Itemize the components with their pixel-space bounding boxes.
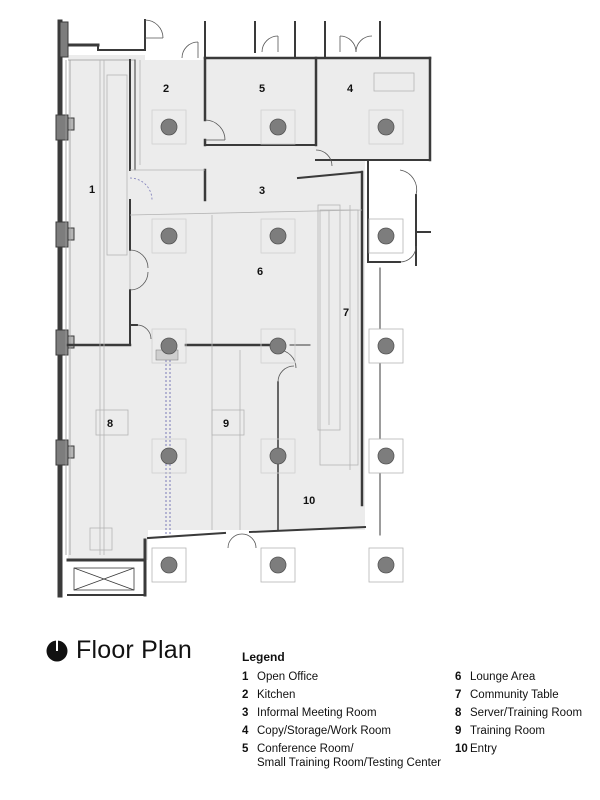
- dashed-track: [165, 348, 171, 535]
- room-number-labels: 1 2 3 4 5 6 7 8 9 10: [89, 83, 354, 507]
- legend-item-number: 7: [455, 689, 462, 701]
- structural-columns: [160, 118, 395, 574]
- legend-item-number: 6: [455, 671, 462, 683]
- room-label-8: 8: [107, 418, 113, 430]
- room-label-1: 1: [89, 184, 95, 196]
- storage-area: [73, 567, 135, 591]
- legend-item-label: Open Office: [257, 671, 319, 683]
- legend-item-number: 10: [455, 743, 468, 755]
- legend-item: 2 Kitchen: [242, 688, 441, 702]
- legend-item-label: Copy/Storage/Work Room: [257, 725, 392, 737]
- furniture-lines: [89, 60, 415, 555]
- legend-item-number: 3: [242, 707, 249, 719]
- outer-walls: [57, 19, 432, 598]
- north-arrow-icon: [46, 640, 68, 661]
- floor-plan-title-block: Floor Plan: [46, 636, 192, 665]
- legend-column-right: 6 Lounge Area 7 Community Table 8 Server/Tr…: [455, 670, 582, 760]
- wall-pilasters: [55, 21, 75, 466]
- room-label-5: 5: [259, 83, 265, 95]
- legend-item: 7 Community Table: [455, 688, 582, 702]
- legend-item-number: 9: [455, 725, 462, 737]
- legend-item: 1 Open Office: [242, 670, 441, 684]
- room-label-6: 6: [257, 266, 263, 278]
- legend-item: 4 Copy/Storage/Work Room: [242, 724, 441, 738]
- room-label-10: 10: [303, 495, 315, 507]
- interior-column-boxes: [151, 109, 404, 474]
- legend-item-label: Conference Room/ Small Training Room/Tes…: [257, 743, 442, 769]
- legend-item-label: Kitchen: [257, 689, 296, 701]
- floor-area: [68, 55, 430, 560]
- room-label-9: 9: [223, 418, 229, 430]
- page-title: Floor Plan: [76, 636, 192, 664]
- door-swings: [129, 19, 418, 549]
- legend-item-label: Informal Meeting Room: [257, 707, 377, 719]
- legend-item-label: Server/Training Room: [470, 707, 583, 719]
- legend-item: 9 Training Room: [455, 724, 582, 738]
- legend-item-number: 1: [242, 671, 249, 683]
- legend-item-label: Entry: [470, 743, 497, 755]
- floor-fill: [68, 55, 430, 560]
- legend-item: 5 Conference Room/ Small Training Room/Te…: [242, 742, 441, 770]
- legend-item-number: 5: [242, 743, 249, 755]
- exterior-column-boxes: [151, 218, 404, 583]
- legend-item: 6 Lounge Area: [455, 670, 582, 684]
- legend-heading: Legend: [242, 650, 285, 664]
- floor-plan-drawing: 1 2 3 4 5 6 7 8 9 10: [55, 19, 432, 598]
- legend-column-left: 1 Open Office 2 Kitchen 3 Informal Meeting …: [242, 670, 441, 774]
- window-lines: [65, 59, 135, 555]
- legend-item-number: 2: [242, 689, 249, 701]
- room-label-3: 3: [259, 185, 265, 197]
- interior-walls: [66, 56, 401, 536]
- legend-item-number: 4: [242, 725, 249, 737]
- room-label-7: 7: [343, 307, 349, 319]
- legend-item-number: 8: [455, 707, 462, 719]
- door-swings-dashed: [129, 177, 153, 201]
- legend-item-label: Lounge Area: [470, 671, 536, 683]
- legend-item-label: Community Table: [470, 689, 559, 701]
- room-label-4: 4: [347, 83, 354, 95]
- legend: Legend 1 Open Office 2 Kitchen 3 Informal M…: [242, 650, 592, 790]
- legend-item-label: Training Room: [470, 725, 545, 737]
- legend-item: 8 Server/Training Room: [455, 706, 582, 720]
- legend-item: 3 Informal Meeting Room: [242, 706, 441, 720]
- room-label-2: 2: [163, 83, 169, 95]
